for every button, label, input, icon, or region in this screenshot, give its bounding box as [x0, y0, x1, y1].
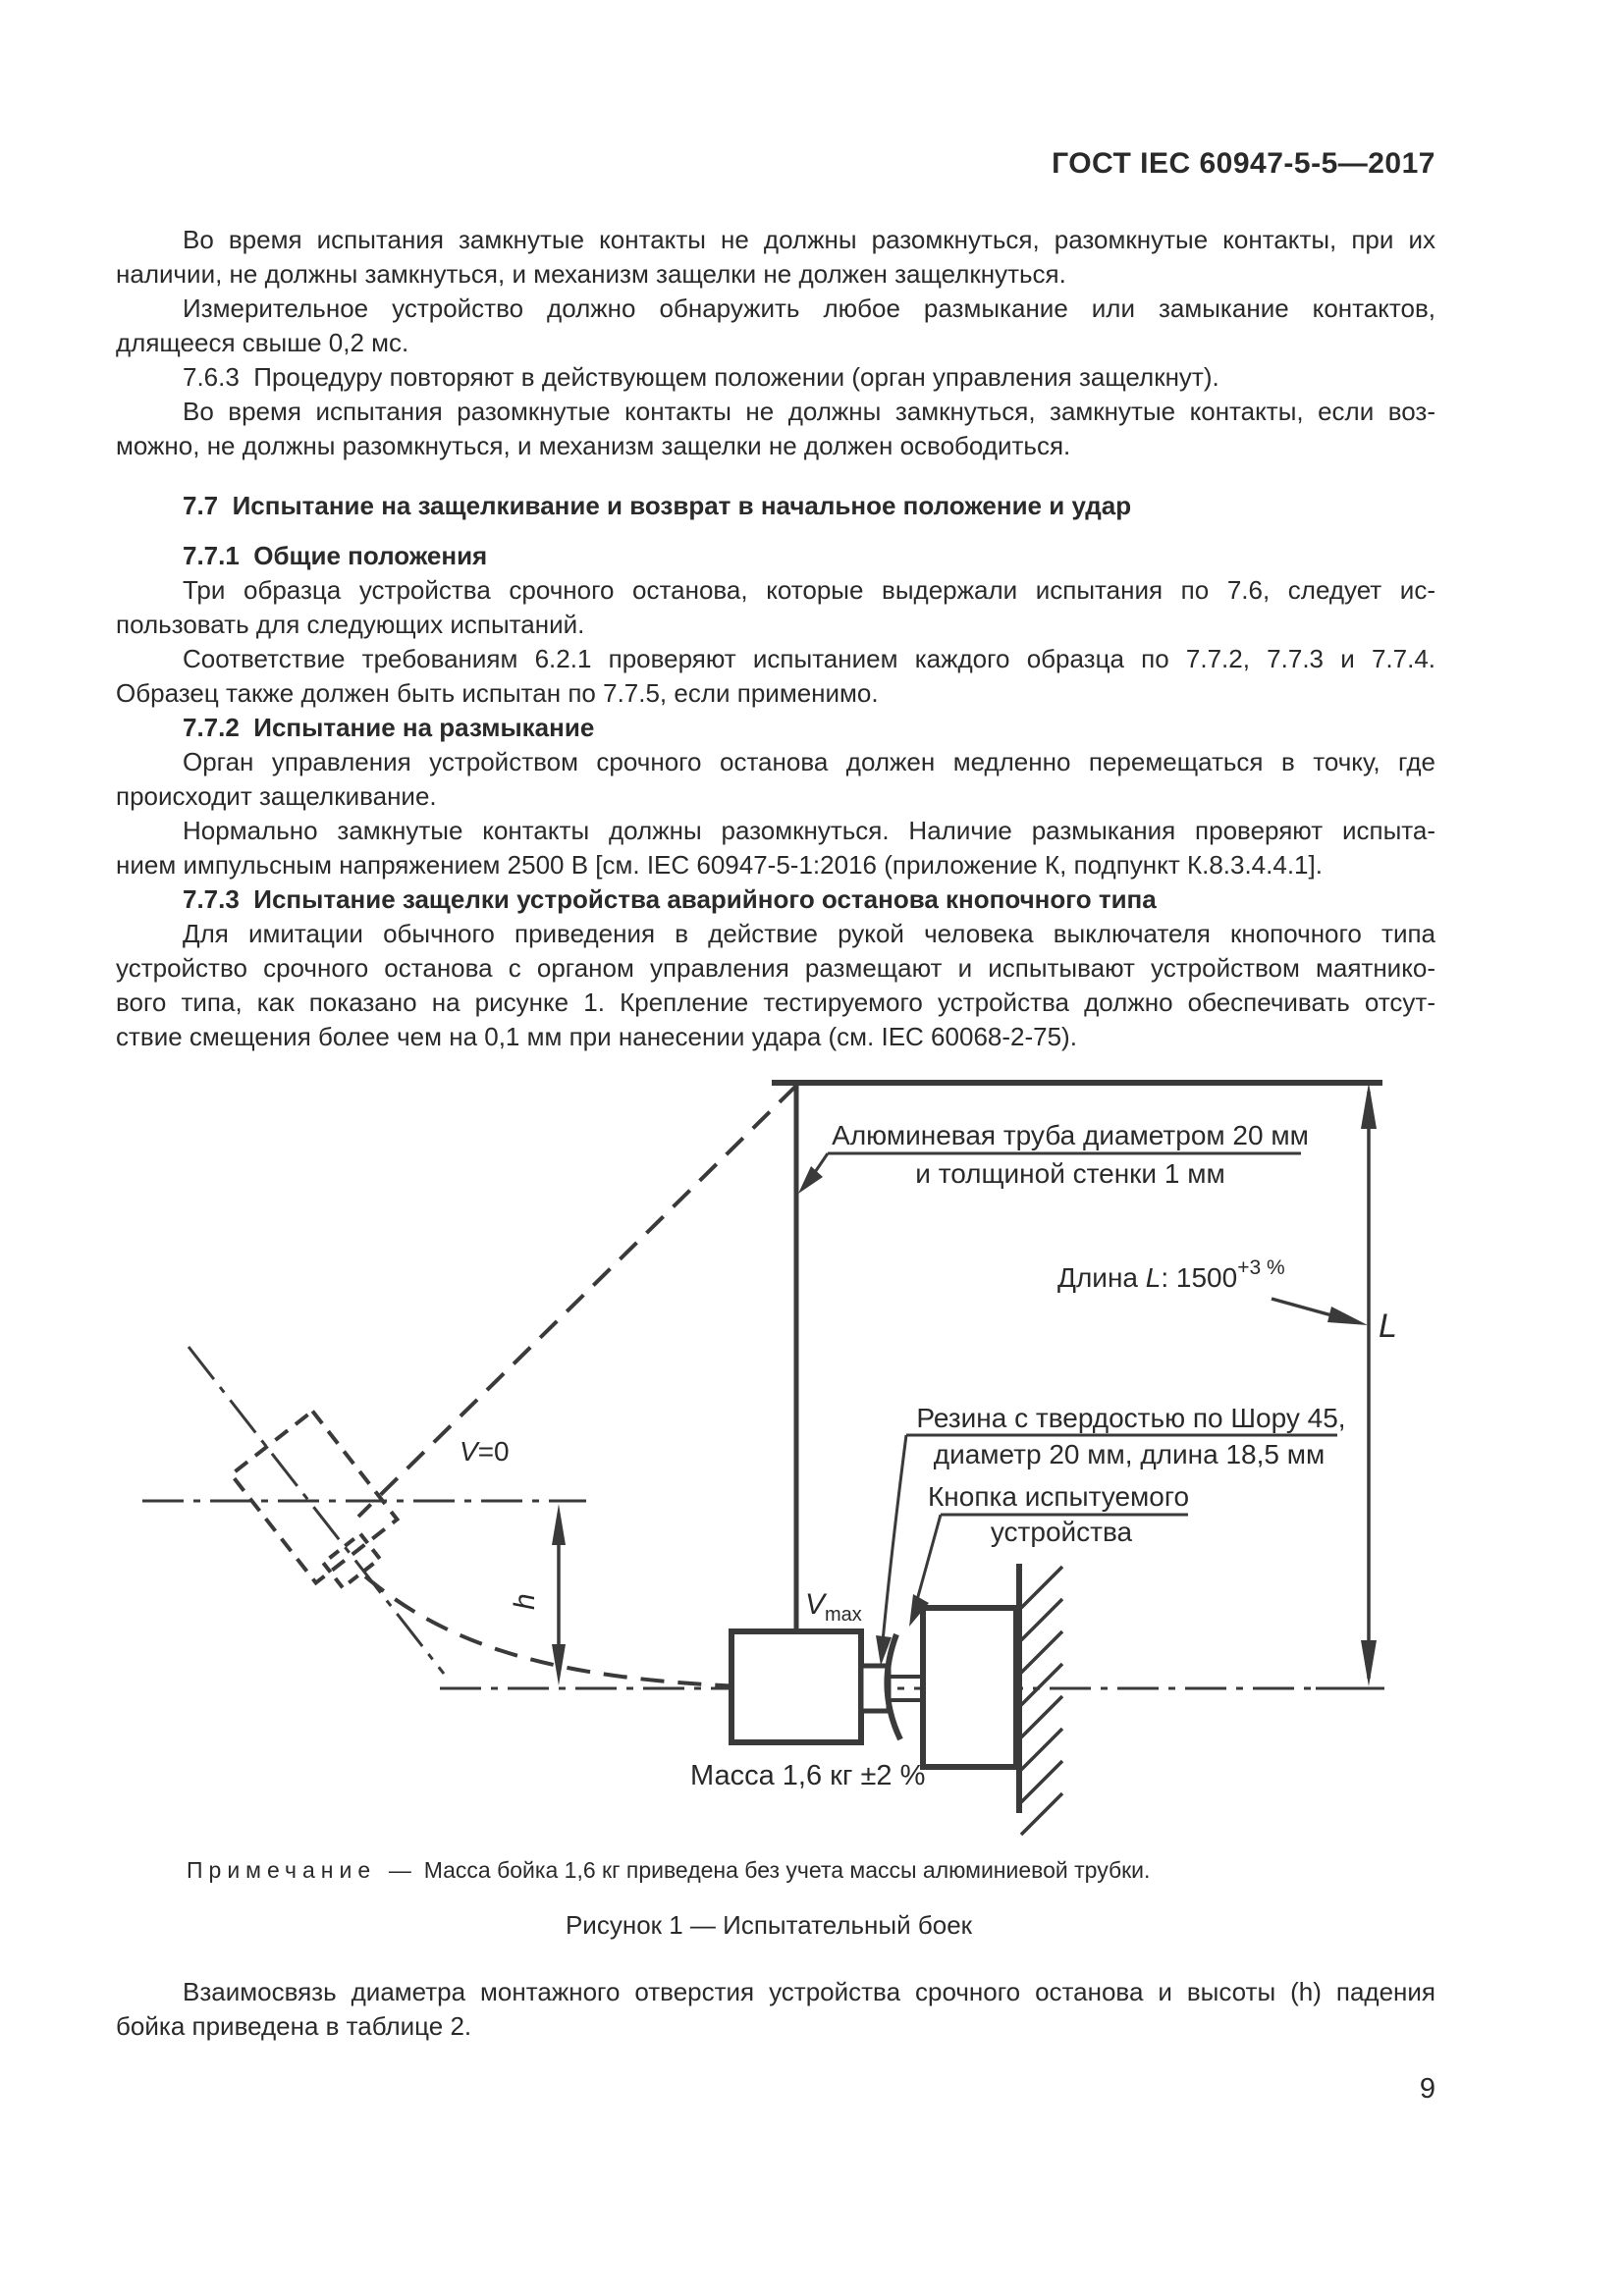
rubber-leader-line: [881, 1434, 908, 1642]
text-line: происходит защелкивание.: [116, 781, 437, 811]
heading: 7.7 Испытание на защелкивание и возврат …: [116, 489, 1435, 523]
text-line: пользовать для следующих испытаний.: [116, 610, 585, 639]
rubber-label-line2: диаметр 20 мм, длина 18,5 мм: [934, 1439, 1326, 1469]
paragraph: Во время испытания разомкнутые контакты …: [116, 395, 1435, 463]
text-line: Три образца устройства срочного останова…: [183, 575, 1435, 605]
text-line: Нормально замкнутые контакты должны разо…: [183, 816, 1435, 845]
paragraph: Три образца устройства срочного останова…: [116, 573, 1435, 642]
text-line: 7.7.3 Испытание защелки устройства авари…: [183, 884, 1157, 914]
v-zero-label: V=0: [460, 1436, 510, 1467]
paragraph: Во время испытания замкнутые контакты не…: [116, 223, 1435, 292]
closing-paragraph: Взаимосвязь диаметра монтажного отверсти…: [116, 1975, 1435, 2044]
text-line: 7.7 Испытание на защелкивание и возврат …: [183, 491, 1132, 520]
length-leader-arrowhead: [1327, 1307, 1368, 1325]
tube-label-line2: и толщиной стенки 1 мм: [915, 1158, 1224, 1189]
heading: 7.7.3 Испытание защелки устройства авари…: [116, 882, 1435, 917]
document-code-header: ГОСТ IEC 60947-5-5—2017: [1052, 147, 1435, 180]
rubber-leader-arrowhead: [876, 1635, 892, 1666]
button-label-line1: Кнопка испытуемого: [928, 1481, 1189, 1512]
device-under-test-box: [920, 1605, 1019, 1770]
text-line: 7.7.1 Общие положения: [183, 541, 488, 570]
paragraph: Измерительное устройство должно обнаружи…: [116, 292, 1435, 360]
button-leader-line: [915, 1514, 943, 1601]
text-line: Для имитации обычного приведения в дейст…: [183, 919, 1435, 948]
tube-leader-arrowhead: [798, 1166, 823, 1194]
paragraph: Соответствие требованиям 6.2.1 проверяют…: [116, 642, 1435, 711]
paragraph: 7.6.3 Процедуру повторяют в действующем …: [116, 360, 1435, 395]
wall-hatching: [1019, 1565, 1064, 1837]
text-line: ствие смещения более чем на 0,1 мм при н…: [116, 1022, 1077, 1051]
button-face-arc: [884, 1632, 903, 1741]
text-line: вого типа, как показано на рисунке 1. Кр…: [116, 988, 1435, 1017]
striker-mass-box: [729, 1629, 864, 1745]
text-line: Взаимосвязь диаметра монтажного отверсти…: [183, 1977, 1435, 2006]
paragraph: Нормально замкнутые контакты должны разо…: [116, 814, 1435, 882]
button-leader-arrowhead: [909, 1594, 929, 1627]
h-dimension-letter: h: [509, 1593, 541, 1610]
paragraph: Для имитации обычного приведения в дейст…: [116, 917, 1435, 1054]
L-dimension-letter: L: [1379, 1308, 1397, 1345]
length-label: Длина L: 1500+3 %: [1057, 1256, 1285, 1293]
paragraph: Орган управления устройством срочного ос…: [116, 745, 1435, 814]
note-keyword: Примечание: [187, 1857, 377, 1883]
v-max-label: Vmax: [805, 1588, 862, 1626]
button-label-line2: устройства: [991, 1517, 1133, 1547]
mass-label: Масса 1,6 кг ±2 %: [690, 1760, 925, 1791]
swing-trajectory-curve: [363, 1575, 743, 1688]
text-line: 7.7.2 Испытание на размыкание: [183, 713, 595, 742]
striker-raised-outline: [228, 1408, 401, 1586]
text-line: 7.6.3 Процедуру повторяют в действующем …: [183, 362, 1219, 392]
paragraph: Взаимосвязь диаметра монтажного отверсти…: [116, 1975, 1435, 2044]
figure-caption: Рисунок 1 — Испытательный боек: [565, 1910, 973, 1940]
note-dash: —: [388, 1857, 411, 1883]
text-line: Образец также должен быть испытан по 7.7…: [116, 678, 879, 708]
tube-label-line1: Алюминевая труба диаметром 20 мм: [832, 1120, 1309, 1150]
text-line: наличии, не должны замкнуться, и механиз…: [116, 259, 1066, 289]
note-text: Масса бойка 1,6 кг приведена без учета м…: [423, 1857, 1151, 1883]
tube-raised-dashed-line: [356, 1084, 798, 1519]
figure-note: Примечание — Масса бойка 1,6 кг приведен…: [187, 1855, 1424, 1885]
text-line: можно, не должны разомкнуться, и механиз…: [116, 431, 1071, 460]
h-arrowhead-top: [552, 1504, 566, 1545]
text-line: Орган управления устройством срочного ос…: [183, 747, 1435, 776]
text-line: Во время испытания замкнутые контакты не…: [183, 225, 1435, 254]
text-line: Измерительное устройство должно обнаружи…: [183, 294, 1435, 323]
text-line: бойка приведена в таблице 2.: [116, 2011, 472, 2041]
text-line: устройство срочного останова с органом у…: [116, 953, 1435, 983]
text-line: длящееся свыше 0,2 мс.: [116, 328, 409, 357]
text-line: нием импульсным напряжением 2500 В [см. …: [116, 850, 1323, 880]
L-arrowhead-bottom: [1361, 1640, 1377, 1686]
L-arrowhead-top: [1361, 1083, 1377, 1129]
heading: 7.7.1 Общие положения: [116, 539, 1435, 573]
page-number: 9: [1419, 2073, 1435, 2105]
heading: 7.7.2 Испытание на размыкание: [116, 711, 1435, 745]
rubber-label-line1: Резина с твердостью по Шору 45,: [916, 1403, 1345, 1433]
h-arrowhead-bottom: [552, 1644, 566, 1685]
text-line: Во время испытания разомкнутые контакты …: [183, 397, 1435, 426]
text-line: Соответствие требованиям 6.2.1 проверяют…: [183, 644, 1435, 673]
raised-axis-dashdot: [187, 1346, 446, 1675]
body-text: Во время испытания замкнутые контакты не…: [116, 223, 1435, 1054]
